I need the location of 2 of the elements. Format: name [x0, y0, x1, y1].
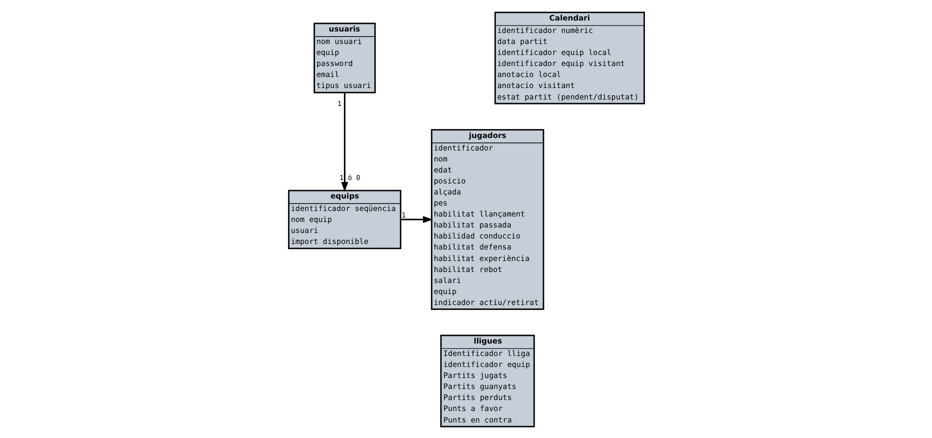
arrow	[340, 92, 348, 192]
arrow	[400, 216, 432, 222]
